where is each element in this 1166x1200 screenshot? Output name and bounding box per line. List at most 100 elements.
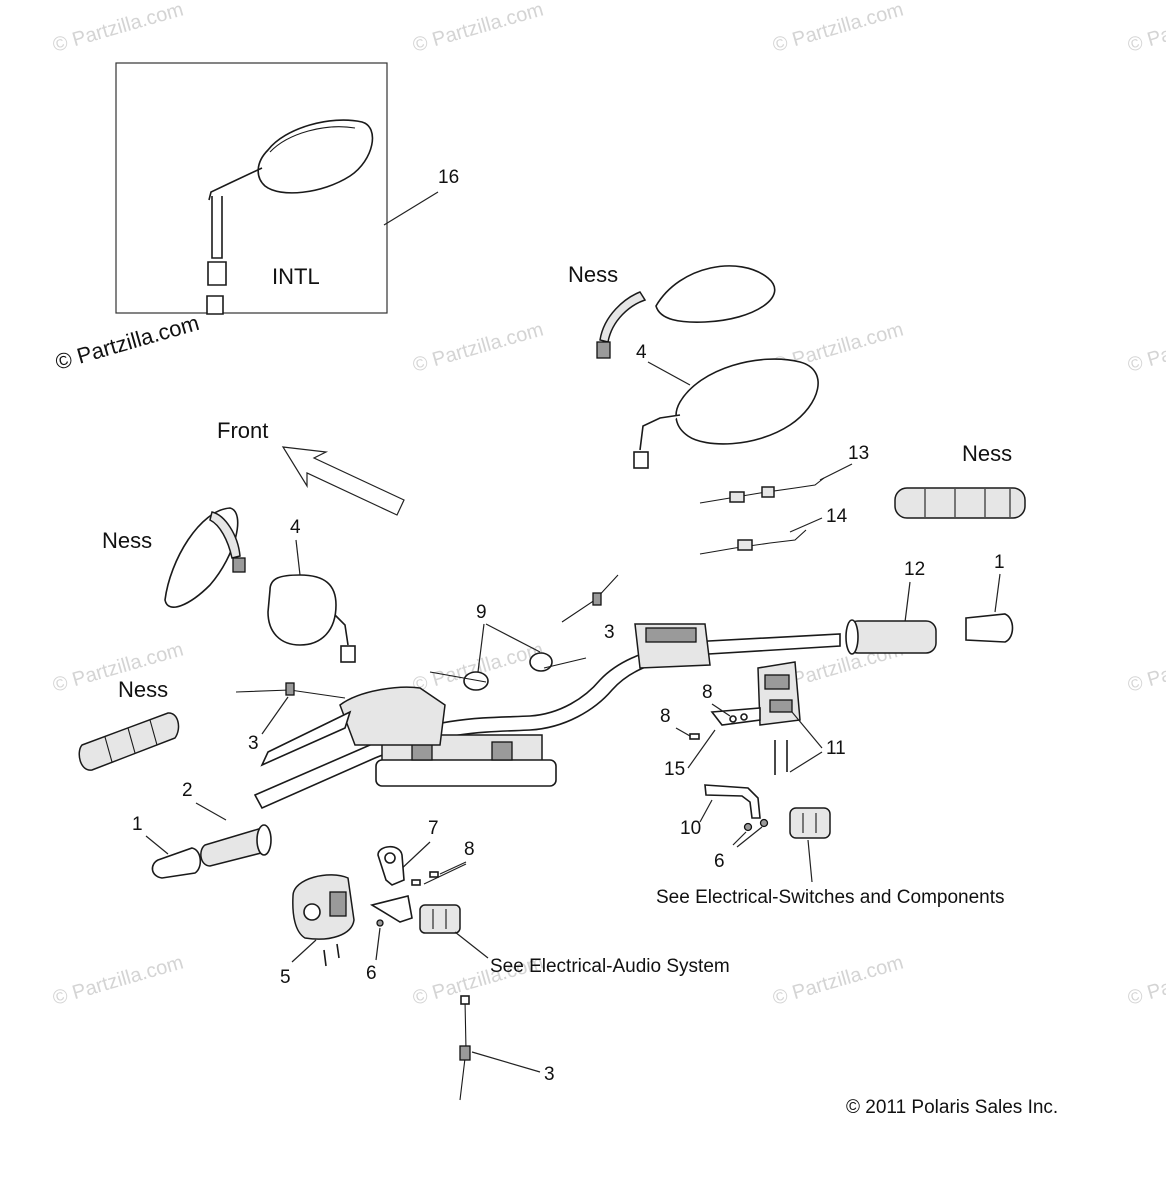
watermark: © Partzilla.com — [770, 952, 906, 1010]
cable-tie-tip — [460, 995, 470, 1005]
screw-8-c — [411, 879, 421, 886]
callout-15: 15 — [664, 759, 685, 780]
switch-button — [764, 674, 790, 690]
bar-end-left — [151, 847, 202, 879]
callout-9: 9 — [476, 602, 487, 623]
callout-5: 5 — [280, 967, 291, 988]
inset-frame — [115, 62, 388, 314]
leader-13 — [819, 463, 853, 481]
leader-14 — [789, 517, 823, 533]
mirror-head — [257, 119, 374, 194]
leader-12 — [904, 581, 911, 623]
front-indicator: Front — [217, 418, 405, 516]
mirror-4-left-nut — [340, 645, 356, 663]
grip-ridge — [127, 727, 136, 754]
bar-end-right — [965, 613, 1014, 643]
switch-knob — [303, 903, 321, 921]
grip-12 — [847, 620, 937, 654]
leader-8-a — [711, 703, 731, 717]
mirror-adapter — [207, 261, 227, 286]
leader-6-a — [732, 831, 747, 846]
leader-3-left — [261, 696, 289, 735]
ness-mirror-head — [655, 265, 776, 323]
left-switch-assembly: 5 7 8 6 See Electrical-Audio System — [280, 818, 730, 988]
leader-11-a — [791, 711, 823, 749]
right-grip-assembly: 12 1 — [845, 552, 1014, 655]
watermark: © Partzilla.com — [50, 952, 186, 1010]
grip-12-flange — [845, 619, 859, 655]
left-master-cylinder — [339, 686, 446, 746]
cable-14-fitting — [737, 539, 753, 551]
callout-7: 7 — [428, 818, 439, 839]
switch-button — [329, 891, 347, 917]
copyright: © 2011 Polaris Sales Inc. — [846, 1097, 1058, 1118]
cable-tie-head — [459, 1045, 471, 1061]
leader-8-b — [675, 727, 691, 737]
callout-16: 16 — [438, 167, 459, 188]
ness-grip-left-body — [78, 712, 180, 771]
screw-8 — [729, 715, 737, 723]
watermark: © Partzilla.com — [1125, 319, 1166, 377]
ness-mirror-stud — [596, 341, 611, 359]
cable-14 — [699, 529, 807, 555]
clamp-9-left-strap — [429, 671, 487, 683]
mirror-4-head — [675, 358, 819, 445]
cable-13-fitting — [761, 486, 775, 498]
ness-label-left-mirror: Ness — [102, 528, 152, 553]
watermark: © Partzilla.com — [1125, 0, 1166, 57]
riser-bolt — [491, 741, 513, 761]
screw-8-c — [429, 871, 439, 878]
callout-1-left: 1 — [132, 814, 143, 835]
callout-4-left: 4 — [290, 517, 301, 538]
leader-ref-switches — [807, 839, 813, 883]
handlebar — [253, 633, 841, 810]
leader-5 — [291, 939, 317, 963]
ness-grip-right: Ness — [894, 441, 1026, 519]
leader-6-left — [375, 927, 381, 961]
watermark: © Partzilla.com — [1125, 639, 1166, 697]
screw-5 — [323, 949, 327, 967]
left-lever — [260, 710, 352, 767]
mirror-arm — [208, 167, 263, 201]
screw-5 — [336, 943, 340, 959]
callout-13: 13 — [848, 443, 869, 464]
cable-13 — [699, 477, 825, 504]
leader-11-b — [789, 751, 823, 773]
leader-1-right — [994, 573, 1001, 613]
clamp-9-right — [529, 652, 553, 672]
ness-mirror-top: Ness — [568, 262, 776, 359]
leader-ref-audio — [454, 931, 489, 959]
left-grip-assembly: 2 1 — [132, 780, 272, 879]
ness-left-mirror-arm — [209, 511, 241, 559]
leader-8-c-b — [423, 863, 467, 885]
ref-switches: See Electrical-Switches and Components — [656, 887, 1005, 908]
callout-3-right: 3 — [604, 622, 615, 643]
cable-tie-3-bottom: 3 — [459, 995, 555, 1101]
leader-3-bottom — [471, 1051, 541, 1073]
reservoir-cap — [645, 627, 697, 643]
callout-14: 14 — [826, 506, 848, 527]
ness-label-right: Ness — [962, 441, 1012, 466]
screw-8 — [740, 713, 748, 721]
leader-8-c-a — [439, 861, 467, 875]
ness-grip-left: Ness — [78, 677, 180, 771]
nut-6 — [759, 818, 769, 828]
leader-15 — [687, 729, 716, 769]
mirror-4-nut — [633, 451, 649, 469]
callout-3-left: 3 — [248, 733, 259, 754]
mirror-4-left: 4 — [267, 517, 356, 663]
cable-tie-3-left: 3 — [235, 682, 346, 754]
leader-4-top — [647, 361, 691, 386]
mirror-4-left-head — [267, 574, 337, 646]
watermark: © Partzilla.com — [50, 0, 186, 57]
leader-9-b — [485, 623, 541, 653]
screw-8-b — [689, 733, 700, 740]
callout-8-b: 8 — [660, 706, 671, 727]
cable-tie-head — [285, 682, 295, 696]
watermark: © Partzilla.com — [410, 0, 546, 57]
right-switch-assembly: 8 8 15 11 10 6 See Electrical-Switches a… — [656, 661, 1005, 908]
inset-label: INTL — [272, 264, 320, 289]
switch-housing-11 — [757, 661, 801, 726]
callout-3-bottom: 3 — [544, 1064, 555, 1085]
cable-tie-head — [592, 592, 602, 606]
